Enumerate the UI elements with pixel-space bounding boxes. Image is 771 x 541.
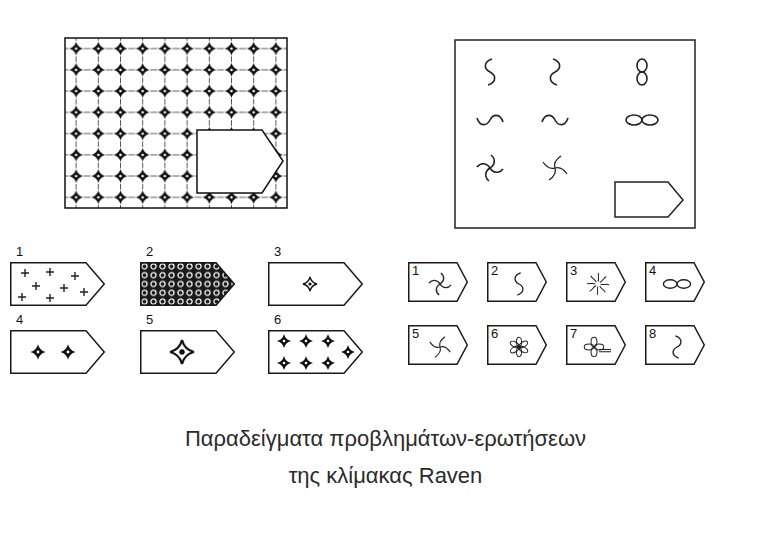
tile-outline (268, 330, 363, 374)
tile-border (269, 331, 363, 374)
option-number: 6 (274, 313, 281, 327)
answer-tile: 6 (487, 325, 547, 365)
option-number: 4 (649, 264, 656, 278)
tile-border (409, 326, 468, 365)
option-number: 5 (146, 313, 153, 327)
tile-border (141, 263, 235, 306)
tile-border (488, 326, 547, 365)
answer-tile: 5 (408, 325, 468, 365)
tile-outline (140, 262, 235, 306)
answer-tile: 8 (645, 325, 705, 365)
answer-tile: 2 (487, 262, 547, 302)
answer-tile: 1 (408, 262, 468, 302)
answer-tile: 5 (140, 330, 235, 374)
answer-tile: 6 (268, 330, 363, 374)
tile-border (646, 326, 705, 365)
option-number: 2 (491, 264, 498, 278)
tile-outline (140, 330, 235, 374)
option-number: 5 (412, 327, 419, 341)
option-number: 3 (570, 264, 577, 278)
answer-figures-left (18, 262, 355, 370)
option-number: 6 (491, 327, 498, 341)
option-number: 1 (16, 245, 23, 259)
pattern-matrix (65, 38, 287, 208)
option-number: 2 (146, 245, 153, 259)
answer-tile: 4 (10, 330, 105, 374)
tile-outline (10, 330, 105, 374)
option-number: 3 (274, 245, 281, 259)
answer-tile: 2 (140, 262, 235, 306)
option-number: 7 (570, 327, 577, 341)
tile-border (488, 263, 547, 302)
tile-border (646, 263, 705, 302)
answer-figures-right (429, 273, 691, 358)
tile-border (567, 326, 626, 365)
answer-tile: 7 (566, 325, 626, 365)
tile-border (409, 263, 468, 302)
figure-matrix (455, 40, 695, 228)
tile-outline (10, 262, 105, 306)
tile-border (11, 263, 105, 306)
tile-border (11, 331, 105, 374)
tile-border (269, 263, 363, 306)
answer-tile: 3 (566, 262, 626, 302)
option-number: 4 (16, 313, 23, 327)
tile-outline (268, 262, 363, 306)
option-number: 8 (649, 327, 656, 341)
answer-tile: 1 (10, 262, 105, 306)
caption: Παραδείγματα προβλημάτων-ερωτήσεων της κ… (169, 420, 602, 494)
tile-border (141, 331, 235, 374)
answer-tile: 4 (645, 262, 705, 302)
option-number: 1 (412, 264, 419, 278)
answer-tile: 3 (268, 262, 363, 306)
tile-border (567, 263, 626, 302)
